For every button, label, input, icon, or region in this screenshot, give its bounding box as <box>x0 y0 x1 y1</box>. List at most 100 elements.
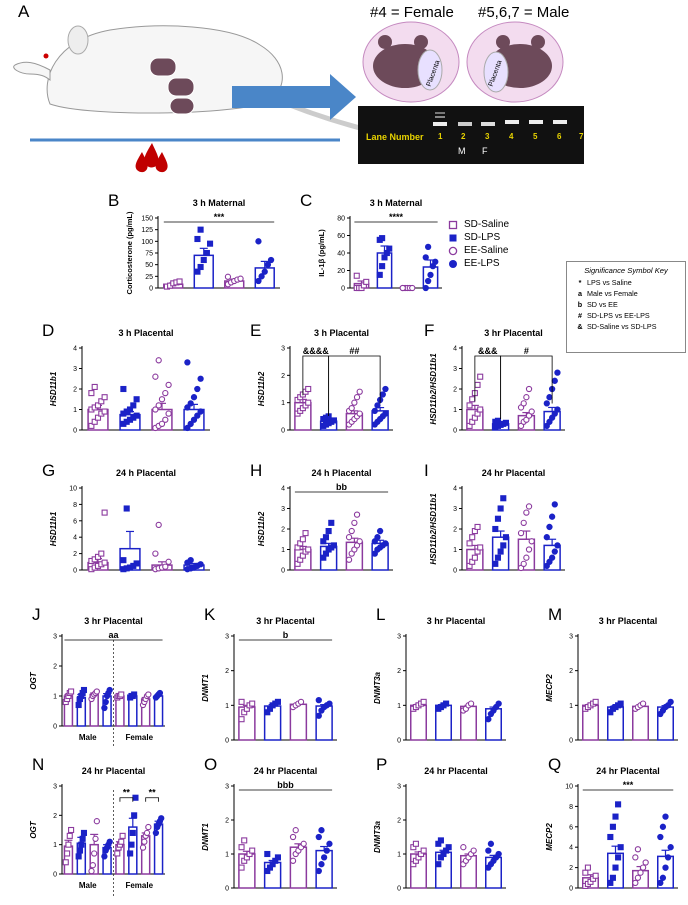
data-point <box>98 398 105 405</box>
y-tick-label: 25 <box>145 274 153 281</box>
data-point <box>101 853 108 860</box>
chart-title: 24 h Placental <box>116 468 176 478</box>
key-symbol: a <box>578 289 582 298</box>
significance-label: *** <box>214 212 225 222</box>
y-tick-label: 0 <box>281 568 285 575</box>
data-point <box>379 391 386 398</box>
data-point <box>123 505 130 512</box>
data-point <box>632 879 639 887</box>
significance-bracket <box>119 797 134 802</box>
y-tick-label: 8 <box>73 502 77 509</box>
significance-bracket <box>145 797 159 802</box>
data-point <box>200 256 207 264</box>
data-point <box>497 548 504 555</box>
key-symbol: & <box>577 322 583 331</box>
data-point <box>617 844 624 851</box>
data-point <box>224 273 232 280</box>
data-point <box>502 534 509 541</box>
data-point <box>297 698 305 706</box>
y-tick-label: 4 <box>569 845 573 852</box>
y-tick-label: 20 <box>337 268 345 275</box>
y-tick-label: 4 <box>453 486 457 493</box>
data-point <box>106 838 113 845</box>
y-tick-label: 4 <box>281 486 285 493</box>
data-point <box>546 523 553 531</box>
data-point <box>494 417 502 424</box>
data-point <box>249 847 256 854</box>
data-point <box>289 857 297 864</box>
data-point <box>520 560 527 567</box>
y-tick-label: 0 <box>225 886 229 893</box>
panel-letter-d: D <box>42 321 54 340</box>
chart-title: 3 h Maternal <box>193 198 246 208</box>
panel-a-illustration: A <box>0 0 688 180</box>
data-point <box>659 823 667 830</box>
data-point <box>315 833 322 841</box>
data-point <box>525 385 533 393</box>
y-tick-label: 4 <box>453 346 457 353</box>
pup-male-icon <box>466 21 564 103</box>
y-tick-label: 2 <box>453 387 457 394</box>
data-point <box>376 271 383 278</box>
data-point <box>190 394 198 401</box>
data-point <box>75 853 82 860</box>
y-axis-label: OGT <box>29 671 38 689</box>
panel-letter-j: J <box>32 605 41 624</box>
data-point <box>466 402 473 409</box>
data-point <box>632 854 639 861</box>
data-point <box>318 861 325 868</box>
data-point <box>609 823 616 830</box>
data-point <box>93 688 100 695</box>
data-point <box>422 284 429 292</box>
significance-bracket <box>500 355 553 419</box>
data-point <box>155 521 162 529</box>
data-point <box>615 801 622 808</box>
data-point <box>258 273 265 280</box>
data-point <box>497 505 504 512</box>
data-point <box>126 406 134 413</box>
y-axis-label: Corticosterone (pg/mL) <box>125 211 134 294</box>
data-point <box>494 554 502 561</box>
legend-label: EE-Saline <box>464 245 509 256</box>
data-point <box>66 832 73 839</box>
data-point <box>657 833 664 841</box>
data-point <box>592 872 599 879</box>
data-point <box>320 854 328 861</box>
data-point <box>133 396 140 403</box>
data-point <box>238 698 245 705</box>
y-tick-label: 0 <box>281 428 285 435</box>
data-point <box>525 546 533 553</box>
y-tick-label: 10 <box>565 784 573 791</box>
y-axis-label: HSD11b2/HSD11b1 <box>429 353 438 425</box>
data-point <box>525 503 533 510</box>
data-point <box>466 540 473 547</box>
data-point <box>68 688 75 695</box>
data-point <box>305 385 312 393</box>
data-point <box>120 557 127 564</box>
y-tick-label: 2 <box>225 818 229 825</box>
data-point <box>194 412 201 419</box>
data-point <box>165 558 172 565</box>
group-label: Female <box>125 881 153 890</box>
data-point <box>80 686 88 694</box>
data-point <box>120 385 127 393</box>
data-point <box>93 818 100 825</box>
data-point <box>264 850 271 858</box>
panel-letter-m: M <box>548 605 562 624</box>
data-point <box>546 394 553 401</box>
data-point <box>399 284 406 292</box>
data-point <box>194 268 201 275</box>
chart-title: 24 hr Placental <box>482 468 546 478</box>
data-point <box>158 396 166 403</box>
data-point <box>118 838 125 845</box>
data-point <box>424 277 432 285</box>
data-point <box>422 254 429 261</box>
data-point <box>187 557 194 564</box>
data-point <box>470 847 477 854</box>
y-tick-label: 0 <box>73 568 77 575</box>
